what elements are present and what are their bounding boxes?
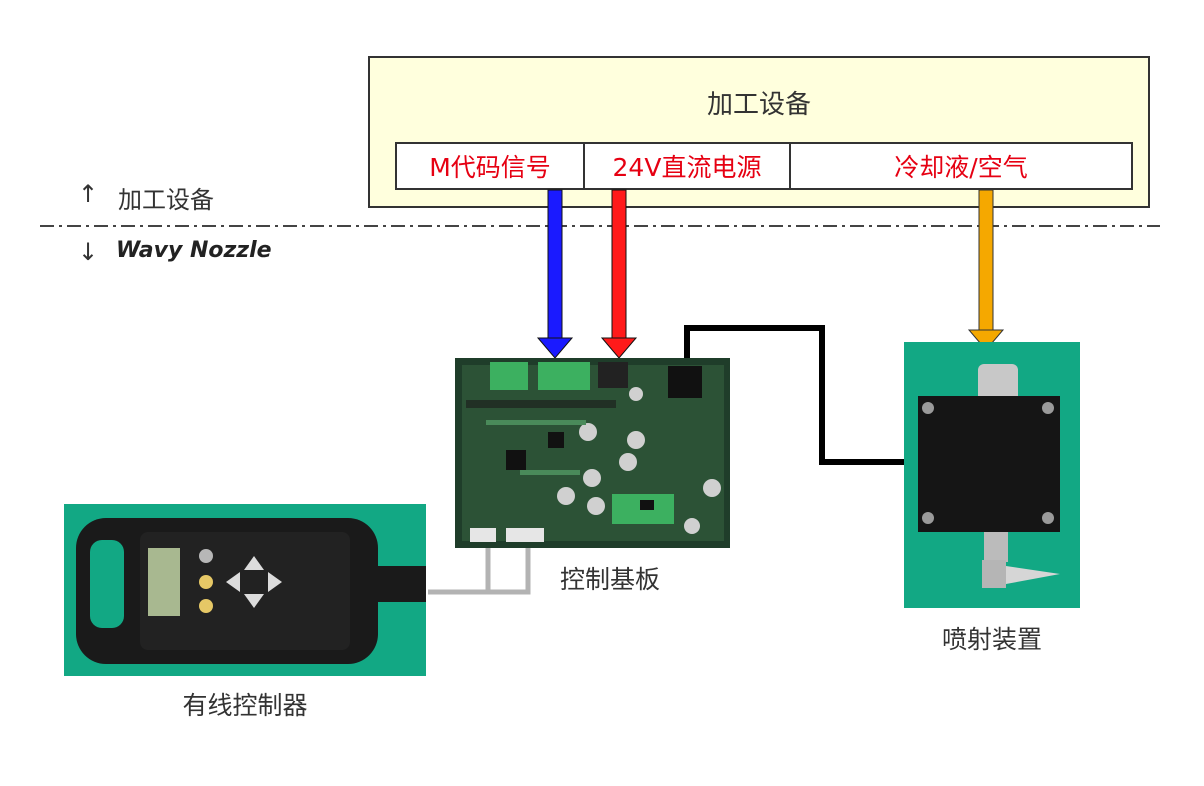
coolant-arrow — [967, 189, 1005, 351]
wired-controller-image — [64, 504, 426, 676]
lower-side-label: Wavy Nozzle — [116, 238, 272, 263]
wired-controller-caption: 有线控制器 — [182, 691, 308, 720]
spray-device-caption: 喷射装置 — [941, 625, 1042, 654]
signal-row: M代码信号 24V直流电源 冷却液/空气 — [395, 142, 1133, 190]
controller-to-board-cable — [428, 540, 531, 595]
spray-device-image — [904, 342, 1080, 608]
up-arrow-icon: ↑ — [78, 180, 99, 208]
control-board-image — [455, 358, 730, 548]
board-to-spray-cable — [684, 325, 906, 465]
coolant-air-cell: 冷却液/空气 — [894, 153, 1028, 182]
power-arrow — [600, 189, 638, 359]
dc-24v-power-cell: 24V直流电源 — [585, 144, 791, 188]
control-board-caption: 控制基板 — [559, 565, 660, 594]
equipment-title: 加工设备 — [706, 90, 811, 120]
down-arrow-icon: ↓ — [78, 238, 99, 266]
m-code-arrow — [536, 189, 574, 359]
m-code-signal-cell: M代码信号 — [397, 144, 585, 188]
upper-side-label: 加工设备 — [118, 186, 214, 214]
